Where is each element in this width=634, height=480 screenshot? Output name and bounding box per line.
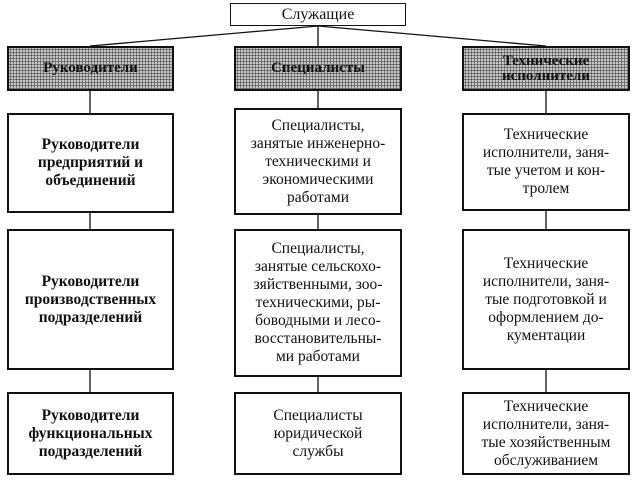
node-text: Руководители функциональных подразделени…: [28, 406, 153, 460]
node-text: Специалисты, занятые инженерно- техничес…: [250, 116, 386, 206]
node-text: Технические исполнители, заня- тые хозяй…: [481, 397, 611, 469]
node-managers-production: Руководители производственных подразделе…: [7, 229, 174, 370]
node-specialists-engineering: Специалисты, занятые инженерно- техничес…: [234, 108, 402, 215]
header-specialists: Специалисты: [234, 46, 402, 91]
connector-root-right: [317, 25, 547, 47]
node-text: Руководители производственных подразделе…: [24, 272, 157, 326]
node-text: Руководители предприятий и объединений: [37, 136, 144, 189]
root-label: Служащие: [281, 5, 355, 23]
node-managers-enterprises: Руководители предприятий и объединений: [7, 113, 174, 213]
node-technical-documentation: Технические исполнители, заня- тые подго…: [462, 229, 630, 370]
header-managers: Руководители: [7, 46, 174, 91]
connector-root-left: [89, 25, 319, 47]
node-text: Специалисты юридической службы: [273, 406, 363, 460]
node-specialists-agriculture: Специалисты, занятые сельскохо- зяйствен…: [234, 229, 402, 377]
node-text: Технические исполнители, заня- тые подго…: [482, 254, 610, 344]
node-technical-maintenance: Технические исполнители, заня- тые хозяй…: [462, 392, 630, 475]
node-managers-functional: Руководители функциональных подразделени…: [7, 392, 174, 475]
node-text: Специалисты, занятые сельскохо- зяйствен…: [253, 240, 383, 365]
header-technical: Технические исполнители: [462, 46, 630, 91]
header-technical-label: Технические исполнители: [501, 52, 591, 84]
root-node: Служащие: [230, 3, 406, 26]
node-technical-accounting: Технические исполнители, заня- тые учето…: [462, 113, 630, 211]
header-specialists-label: Специалисты: [271, 60, 365, 76]
node-text: Технические исполнители, заня- тые учето…: [482, 126, 610, 197]
header-managers-label: Руководители: [43, 60, 138, 76]
node-specialists-legal: Специалисты юридической службы: [234, 392, 402, 475]
